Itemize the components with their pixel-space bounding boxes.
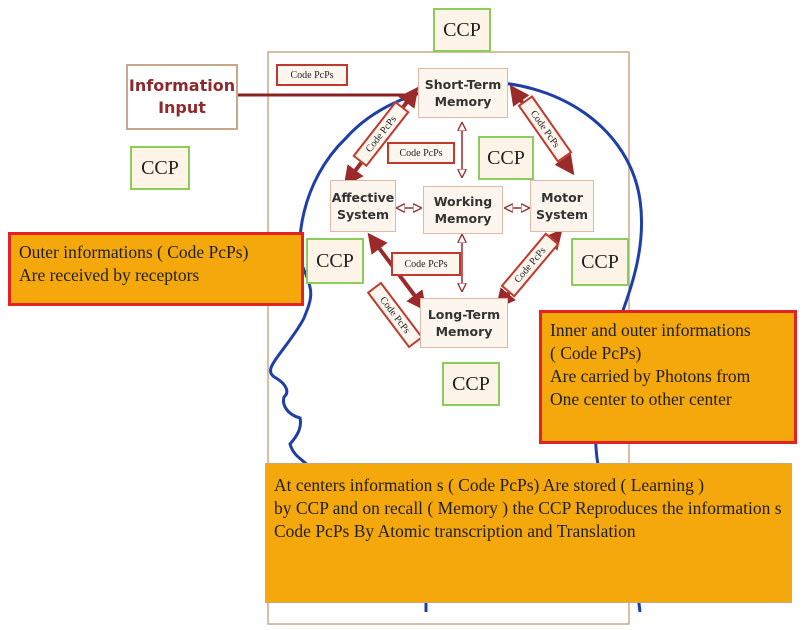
ccp-mid-right: CCP: [571, 238, 629, 286]
note-centers-storage: At centers information s ( Code PcPs) Ar…: [265, 463, 792, 603]
ccp-top: CCP: [433, 8, 491, 52]
information-input: Information Input: [126, 64, 238, 130]
code-label-lower: Code PcPs: [391, 252, 461, 276]
note-inner-informations: Inner and outer informations ( Code PcPs…: [539, 310, 797, 444]
ccp-mid-left: CCP: [306, 238, 364, 284]
code-label-input: Code PcPs: [276, 64, 348, 86]
ccp-inner: CCP: [478, 136, 534, 180]
ccp-left: CCP: [130, 146, 190, 190]
code-label-inner: Code PcPs: [387, 142, 455, 164]
ccp-bottom: CCP: [442, 362, 500, 406]
note-outer-informations: Outer informations ( Code PcPs) Are rece…: [8, 232, 304, 306]
